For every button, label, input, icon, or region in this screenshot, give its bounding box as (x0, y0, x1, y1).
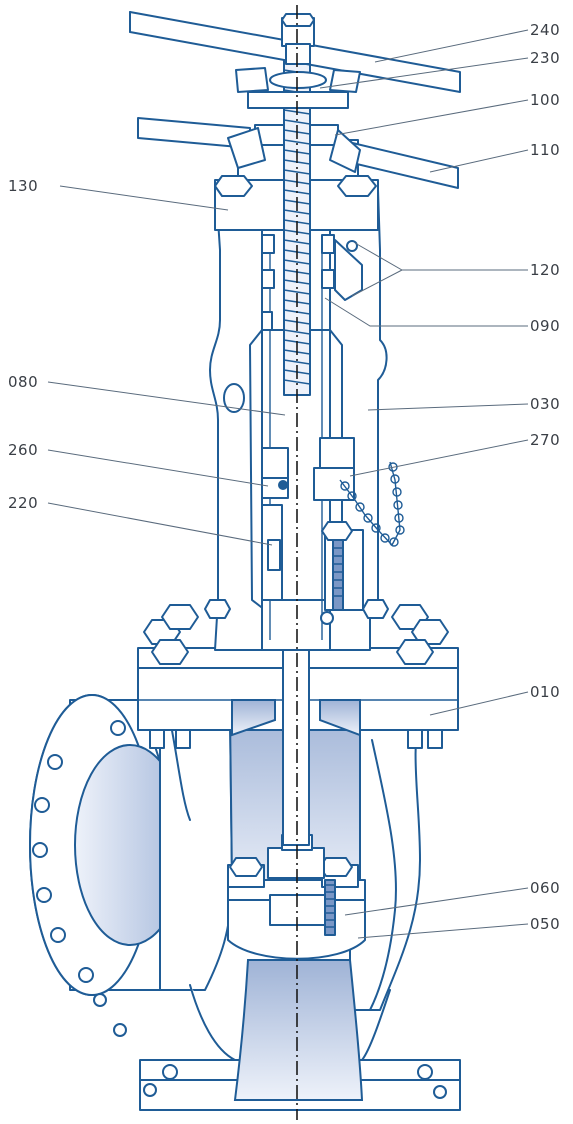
handwheel-lower (137, 117, 459, 189)
label-130: 130 (8, 177, 38, 195)
label-030: 030 (530, 395, 560, 413)
outlet-flange (93, 959, 461, 1111)
part-labels: 240 230 100 110 130 120 090 080 030 260 … (8, 21, 560, 933)
chain (339, 461, 405, 547)
label-090: 090 (530, 317, 560, 335)
label-120: 120 (530, 261, 560, 279)
bonnet-bolts (143, 599, 449, 665)
label-270: 270 (530, 431, 560, 449)
label-240: 240 (530, 21, 560, 39)
label-260: 260 (8, 441, 38, 459)
label-010: 010 (530, 683, 560, 701)
label-230: 230 (530, 49, 560, 67)
label-060: 060 (530, 879, 560, 897)
label-100: 100 (530, 91, 560, 109)
label-220: 220 (8, 494, 38, 512)
handwheel-top (129, 11, 461, 109)
label-080: 080 (8, 373, 38, 391)
leader-lines (47, 29, 529, 939)
label-050: 050 (530, 915, 560, 933)
flange-bolt-holes (32, 720, 126, 983)
label-110: 110 (530, 141, 560, 159)
